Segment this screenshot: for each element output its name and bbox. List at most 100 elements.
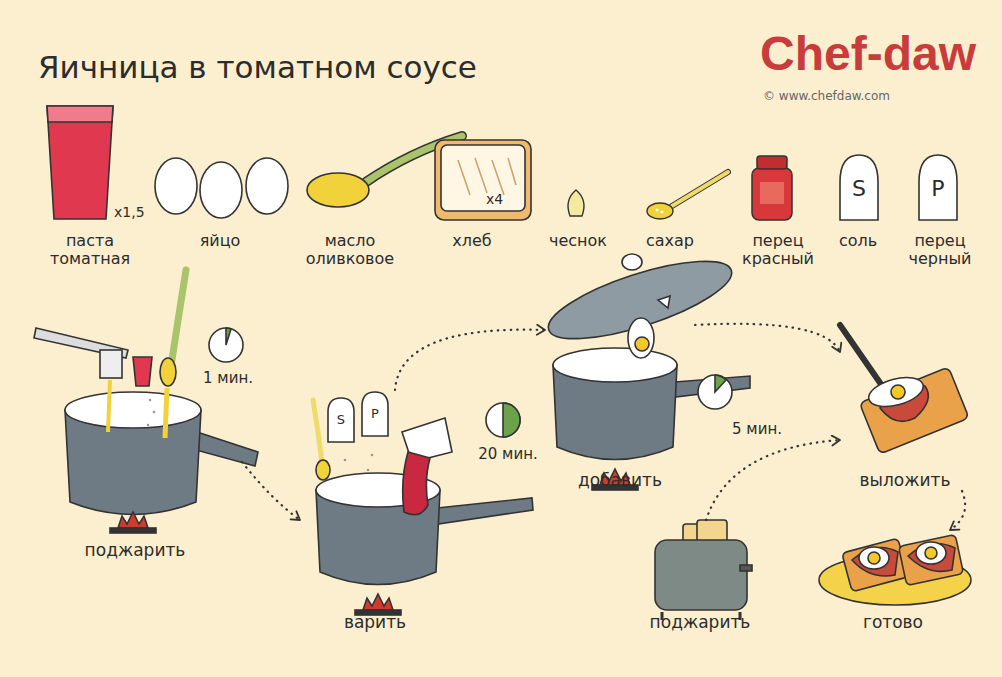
plate-part (852, 548, 898, 577)
pan-1-part (65, 392, 201, 428)
toaster-part (655, 540, 747, 610)
timers-part (209, 328, 243, 362)
timers-part (486, 403, 520, 437)
pan-2-part (313, 400, 322, 462)
tomato-glass-part (47, 106, 113, 122)
pan-1-part (196, 432, 258, 466)
dotted-arrow (706, 440, 840, 520)
pan-2-part (437, 498, 533, 524)
pan-3-part (622, 254, 642, 270)
recipe-step: поджарить (28, 265, 242, 561)
dotted-arrow (395, 330, 545, 390)
sugar-spoon-part (661, 211, 664, 214)
sugar-spoon-part (672, 172, 728, 206)
tomato-glass (47, 106, 113, 219)
bread-slice-part (458, 158, 516, 195)
toast-on-spatula-part (859, 367, 969, 454)
ingredient-name: перец черный (899, 232, 981, 269)
recipe-title: Яичница в томатном соусе (38, 50, 477, 86)
red-pepper-jar-part (757, 156, 787, 169)
shaker-letter: S (843, 176, 875, 201)
bread-slice-part (435, 140, 531, 220)
ingredient-name: соль (827, 232, 889, 250)
pan-3-part (553, 348, 677, 382)
step-label: варить (340, 613, 410, 633)
plate-part (868, 552, 880, 564)
timer-label: 20 мин. (467, 446, 549, 463)
step-label: готово (859, 613, 927, 633)
ingredient-name: масло оливковое (297, 232, 403, 269)
brand-logo: Chef-daw (760, 26, 976, 81)
eggs (155, 158, 288, 218)
timers-part (226, 328, 231, 345)
timers (209, 328, 732, 437)
copyright-note: © www.chefdaw.com (763, 90, 890, 104)
pan-2-part (344, 459, 347, 462)
plate-part (908, 544, 955, 572)
plate-part (842, 538, 908, 592)
pan-3-part (658, 296, 670, 308)
pan-1-part (149, 399, 152, 402)
toast-on-spatula (840, 325, 969, 454)
timers-part (698, 375, 732, 409)
pan-2-part (316, 460, 330, 480)
toast-on-spatula-part (840, 325, 885, 390)
pan-1-part (147, 424, 150, 427)
shaker-letter: S (330, 413, 352, 428)
shakers (840, 155, 957, 220)
pan-2 (313, 392, 533, 615)
red-pepper-jar (752, 156, 792, 220)
pan-1-part (118, 512, 148, 528)
pan-1-part (165, 388, 167, 438)
sugar-spoon-part (647, 203, 673, 219)
pan-2-part (363, 594, 393, 610)
recipe-step: варить (300, 390, 450, 633)
pan-3-part (635, 337, 649, 351)
dotted-arrow (950, 491, 965, 530)
pan-2-part (362, 392, 388, 436)
plate (819, 534, 971, 605)
toast-on-spatula-part (891, 385, 905, 399)
toaster (655, 520, 752, 620)
step-label: добавить (574, 471, 666, 491)
shaker-letter: P (922, 176, 954, 201)
pan-2-part (367, 469, 370, 472)
tomato-glass-part (47, 106, 113, 219)
eggs-part (155, 158, 197, 214)
timer-label: 1 мин. (192, 370, 264, 387)
timers-part (715, 375, 726, 392)
ingredient-name: сахар (629, 232, 711, 250)
dotted-arrow (242, 462, 300, 520)
step-label: выложить (856, 471, 955, 491)
pan-2-part (328, 398, 354, 442)
pan-1-part (153, 411, 156, 414)
quantity-mark: x1,5 (114, 204, 145, 220)
oil-spoon-part (307, 173, 369, 207)
quantity-mark: x4 (486, 191, 503, 207)
pan-1 (34, 270, 258, 533)
ingredient-name: паста томатная (37, 232, 143, 269)
eggs-part (200, 162, 242, 218)
plate-part (925, 547, 937, 559)
sugar-spoon-part (672, 172, 728, 206)
eggs-part (246, 158, 288, 214)
shaker-letter: P (364, 407, 386, 422)
pan-1-part (160, 358, 176, 386)
plate-part (898, 534, 963, 585)
toaster-part (740, 565, 752, 571)
pan-2-part (403, 452, 430, 515)
pan-2-part (371, 454, 374, 457)
dotted-arrow (695, 324, 840, 352)
recipe-step: поджарить (642, 520, 759, 633)
timer-label: 5 мин. (721, 421, 793, 438)
bread-slice-part (441, 145, 525, 211)
plate-part (916, 542, 946, 564)
recipe-step: добавить (545, 250, 695, 491)
recipe-step: выложить (840, 315, 970, 491)
step-label: поджарить (81, 541, 190, 561)
pan-1-part (100, 350, 122, 378)
toast-on-spatula-part (866, 372, 927, 412)
pan-3-part (541, 246, 740, 355)
timers-part (503, 403, 520, 437)
bread-slice (435, 140, 531, 220)
